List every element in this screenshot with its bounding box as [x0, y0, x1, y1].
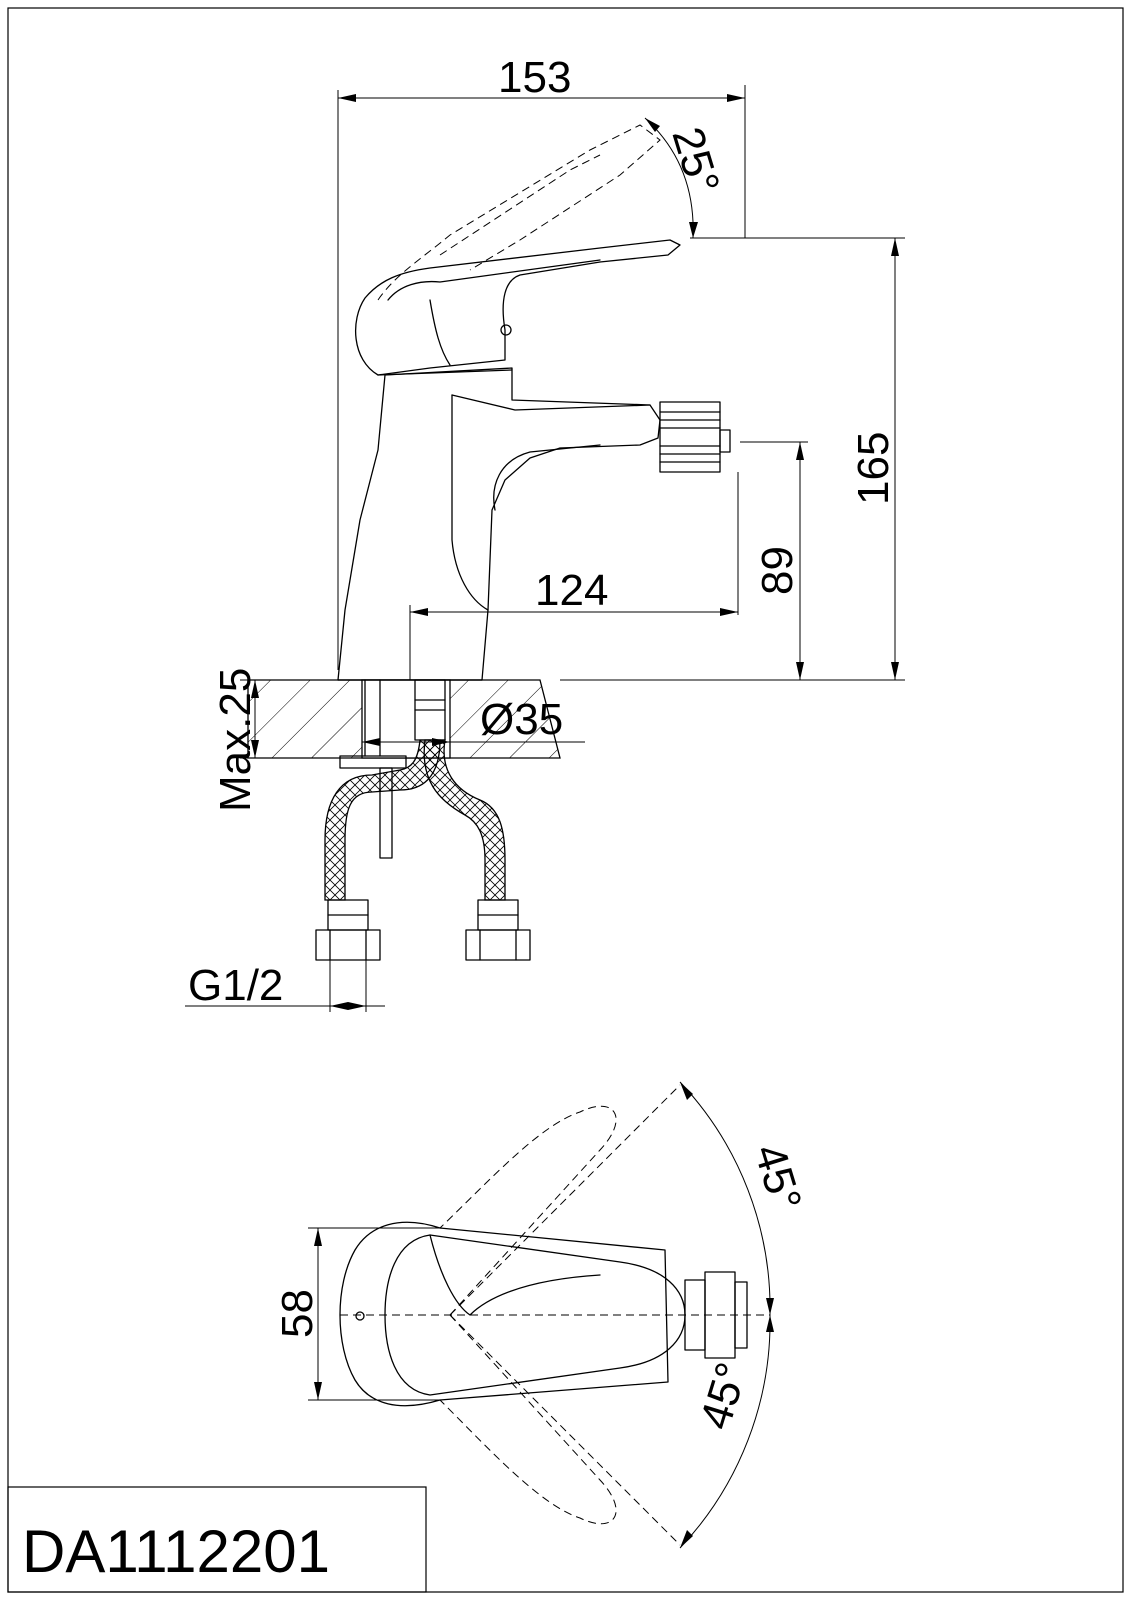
pivot-hole [355, 1311, 365, 1321]
swivel-axis-lower [449, 1314, 681, 1546]
side-dimensions [185, 85, 905, 1012]
hose-right [423, 739, 506, 901]
dim-overall-length: 153 [498, 53, 571, 102]
lever-swivel-lower [439, 1314, 617, 1525]
dim-swivel-angle-lower: 45° [691, 1357, 757, 1435]
lever-handle-ridge [387, 259, 601, 301]
dim-spout-height: 89 [753, 546, 802, 595]
body-shoulder [451, 394, 651, 411]
side-view [247, 124, 731, 961]
dim-overall-height: 165 [849, 432, 898, 505]
dim-spout-reach: 124 [535, 566, 608, 615]
hose-left [324, 739, 441, 901]
mounting-stud [339, 679, 407, 859]
bidet-aerator [659, 401, 731, 473]
body-top-outline [384, 1234, 686, 1396]
faucet-body [337, 367, 661, 681]
body-inner-contour [451, 394, 489, 611]
top-view [339, 1084, 770, 1546]
dim-deck-thickness: Max.25 [211, 668, 260, 812]
swivel-axis-upper [449, 1084, 681, 1316]
hose-end-left [315, 899, 381, 961]
dim-swivel-angle-upper: 45° [744, 1139, 810, 1217]
body-cap-line [377, 369, 513, 376]
hose-end-right [465, 899, 531, 961]
lever-pivot [500, 324, 512, 336]
dim-connection-thread: G1/2 [188, 961, 283, 1010]
spout-top [439, 1227, 669, 1401]
lever-handle [354, 239, 681, 376]
drawing-frame [7, 7, 1124, 1593]
dim-body-width: 58 [273, 1289, 322, 1338]
lever-raised-outline [377, 124, 661, 301]
title-block [7, 1486, 427, 1593]
lever-swivel-upper [439, 1105, 617, 1316]
spout-inner-contour [493, 444, 601, 511]
lever-handle-ridge-2 [429, 299, 451, 366]
base-outline [339, 1221, 441, 1407]
model-code: DA1112201 [22, 1518, 330, 1585]
dim-lever-angle: 25° [662, 122, 728, 200]
top-dimensions [308, 1081, 774, 1549]
dim-hole-diameter: Ø35 [480, 695, 563, 744]
